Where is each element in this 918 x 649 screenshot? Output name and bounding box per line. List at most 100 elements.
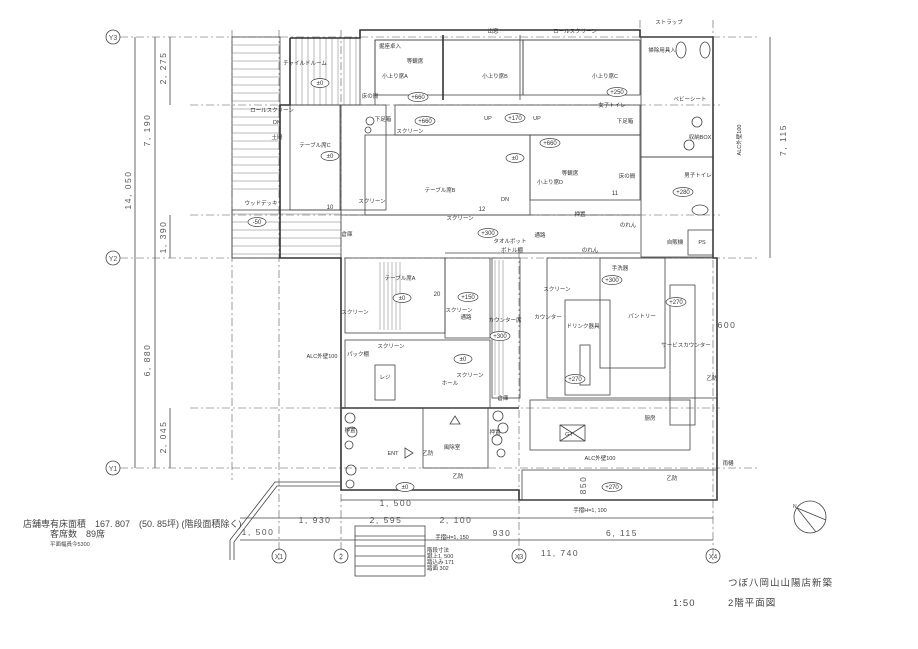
seat-count: 11	[612, 191, 619, 197]
level-label: +270	[568, 377, 582, 383]
room-label: 押置	[574, 210, 586, 218]
room-label: 床の間	[362, 92, 379, 100]
room-label: UP	[484, 116, 492, 122]
room-label: スクリーン	[396, 128, 424, 135]
room-label: ウッドデッキ	[244, 199, 277, 207]
grid-x2: 2	[339, 554, 343, 561]
level-label: +300	[493, 334, 507, 340]
dim-850: 850	[578, 476, 588, 495]
room-label: テーブル席C	[299, 141, 330, 149]
level-label: +660	[418, 119, 432, 125]
dim-top-offset: 2, 275	[158, 52, 168, 85]
room-label: ドリンク器具	[566, 323, 600, 330]
handrail-label: 手摺H=1, 100	[573, 506, 606, 514]
room-label: 乙防	[666, 474, 678, 482]
room-label: スクリーン	[377, 343, 405, 350]
room-label: ALC外壁100	[585, 454, 616, 462]
room-label: サービスカウンター	[661, 341, 711, 349]
title-block: つぼ八岡山山陽店新築 1:50 2階平面図	[673, 577, 833, 609]
room-label: 下足箱	[617, 117, 634, 125]
dim-right-small: 600	[718, 320, 737, 330]
room-label: 下足箱	[375, 115, 392, 123]
room-label: 押置	[489, 428, 501, 436]
level-label: +660	[411, 95, 425, 101]
grid-labels: Y3 Y2 Y1 X1 2 X3 X4	[109, 35, 718, 561]
dim-2595: 2, 595	[370, 515, 403, 525]
room-label: 女子トイレ	[598, 101, 626, 109]
dim-11740: 11, 740	[541, 548, 579, 558]
room-label: 小上り席D	[537, 178, 563, 186]
level-label: ±0	[402, 485, 409, 491]
dim-total-height: 14, 050	[123, 171, 133, 210]
dim-6115: 6, 115	[606, 528, 638, 538]
north-compass: N	[793, 500, 827, 534]
room-label: スクリーン	[456, 372, 484, 379]
level-label: +170	[508, 116, 522, 122]
grid-y3: Y3	[109, 35, 118, 42]
room-label: のれん	[620, 222, 637, 229]
room-label: ストラップ	[655, 19, 683, 26]
dim-1500-top: 1, 500	[380, 498, 413, 508]
room-label: 出窓	[487, 27, 499, 35]
stair-table-row: 踏面 302	[427, 564, 449, 572]
room-label: 通路	[534, 231, 546, 239]
floor-area: 店舗専有床面積 167. 807 (50. 85坪) (階段面積除く)	[23, 518, 242, 529]
area-info: 店舗専有床面積 167. 807 (50. 85坪) (階段面積除く) 客席数 …	[23, 518, 242, 548]
compass-label: N	[793, 504, 797, 510]
room-label: 小上り席B	[482, 72, 508, 80]
drawing-title: 2階平面図	[728, 598, 776, 609]
room-labels: チャイルドルーム ±0 掘座卓入 出窓 ロールスクリーン 等観席 小上り席A 小…	[244, 19, 743, 541]
entrance-arrows	[404, 415, 461, 459]
seat-count: 10	[327, 205, 334, 211]
room-label: スクリーン	[341, 309, 369, 316]
child-room-label: チャイルドルーム	[283, 60, 327, 67]
grid-x3: X3	[515, 554, 524, 561]
room-label: ベビーシート	[674, 95, 707, 103]
building-walls	[279, 29, 718, 501]
room-label: 手洗器	[612, 264, 629, 272]
room-label: スクリーン	[445, 307, 473, 314]
room-label: ボトル棚	[501, 246, 524, 254]
room-label: ALC外壁100	[735, 125, 743, 156]
level-label: ±0	[399, 296, 406, 302]
grid-markers	[105, 29, 721, 564]
level-label: +300	[605, 278, 619, 284]
level-label: ±0	[327, 154, 334, 160]
dim-1500: 1, 500	[242, 527, 275, 537]
room-label: 厨房	[644, 414, 656, 422]
room-label: 雨樋	[722, 459, 734, 467]
grid-x1: X1	[275, 554, 284, 561]
dim-bottom-offset: 2, 045	[158, 421, 168, 454]
dim-mid-offset: 1, 390	[158, 221, 168, 254]
seat-count: 20	[434, 292, 441, 298]
room-label: DN	[501, 197, 509, 203]
staircase	[229, 481, 426, 577]
room-label: 収納BOX	[689, 133, 712, 141]
room-label: タオルボット	[493, 237, 526, 245]
room-label: ホール	[442, 380, 459, 387]
room-label: のれん	[582, 247, 599, 254]
room-label: スクリーン	[446, 215, 474, 222]
info-note: 平面幅員今5300	[50, 540, 90, 548]
level-label: ±0	[317, 81, 324, 87]
room-label: 乙防	[452, 472, 464, 480]
room-label: ALC外壁100	[307, 352, 338, 360]
grid-lines	[120, 20, 760, 560]
dim-upper: 7, 190	[142, 114, 152, 147]
room-label: 小上り席A	[382, 72, 408, 80]
room-label: 倉庫	[341, 230, 353, 238]
room-label: 小上り席C	[592, 72, 618, 80]
room-label: レジ	[379, 375, 391, 381]
room-label: カウンター席	[488, 316, 522, 324]
room-label: スクリーン	[358, 198, 386, 205]
stair-table: 階段寸法 蹴上1, 500 踏込み 171 踏面 302	[427, 546, 454, 572]
left-dimension-lines	[134, 37, 771, 541]
room-label: テーブル席A	[385, 274, 416, 282]
project-name: つぼ八岡山山陽店新築	[728, 577, 833, 589]
level-label: +280	[676, 190, 690, 196]
level-label: -50	[253, 220, 262, 226]
room-label: 等観席	[562, 169, 579, 177]
level-label: ±0	[512, 156, 519, 162]
room-label: UP	[533, 116, 541, 122]
